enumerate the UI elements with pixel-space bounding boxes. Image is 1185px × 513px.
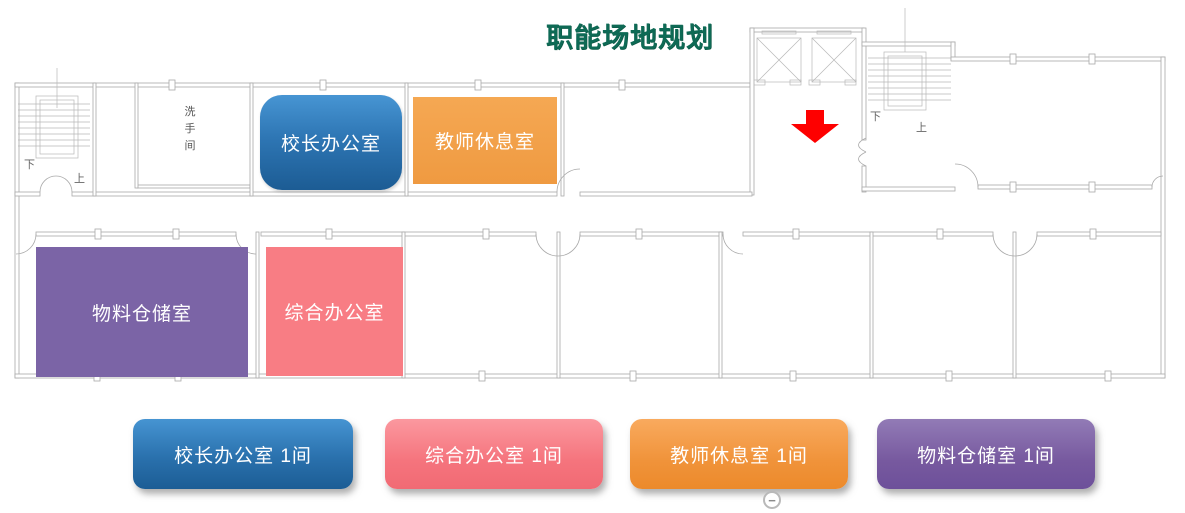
room-teacher-lounge-label: 教师休息室: [434, 132, 535, 153]
left-staircase: 下 上: [18, 68, 90, 185]
page-title: 职能场地规划: [546, 23, 714, 53]
right-stair-up-label: 上: [916, 121, 927, 134]
room-principal-office[interactable]: 校长办公室: [260, 95, 402, 190]
door-arcs: [15, 137, 1164, 257]
legend-general-office-label: 综合办公室 1间: [425, 445, 563, 467]
room-teacher-lounge[interactable]: 教师休息室: [413, 97, 557, 184]
room-general-office-label: 综合办公室: [284, 303, 385, 324]
legend-material-storage-label: 物料仓储室 1间: [917, 445, 1055, 467]
room-material-storage-label: 物料仓储室: [91, 303, 192, 325]
room-general-office[interactable]: 综合办公室: [266, 247, 403, 376]
room-principal-office-label: 校长办公室: [280, 134, 381, 155]
legend-general-office[interactable]: 综合办公室 1间: [385, 419, 603, 489]
down-arrow-icon: [791, 110, 839, 143]
elevator-shafts-icon: [753, 30, 857, 86]
collapse-button[interactable]: −: [763, 491, 781, 509]
minus-icon: −: [768, 492, 776, 508]
left-stair-down-label: 下: [24, 159, 35, 171]
legend-teacher-lounge[interactable]: 教师休息室 1间: [630, 419, 848, 489]
legend-material-storage[interactable]: 物料仓储室 1间: [877, 419, 1095, 489]
walls: [14, 27, 1166, 379]
room-material-storage[interactable]: 物料仓储室: [36, 247, 248, 377]
legend-principal-office-label: 校长办公室 1间: [174, 445, 312, 467]
legend-principal-office[interactable]: 校长办公室 1间: [133, 419, 353, 489]
legend-teacher-lounge-label: 教师休息室 1间: [670, 445, 808, 467]
restroom-label: 洗手间: [184, 106, 196, 152]
right-stair-down-label: 下: [870, 111, 881, 123]
left-stair-up-label: 上: [74, 172, 85, 185]
right-staircase: 下 上: [868, 8, 951, 134]
